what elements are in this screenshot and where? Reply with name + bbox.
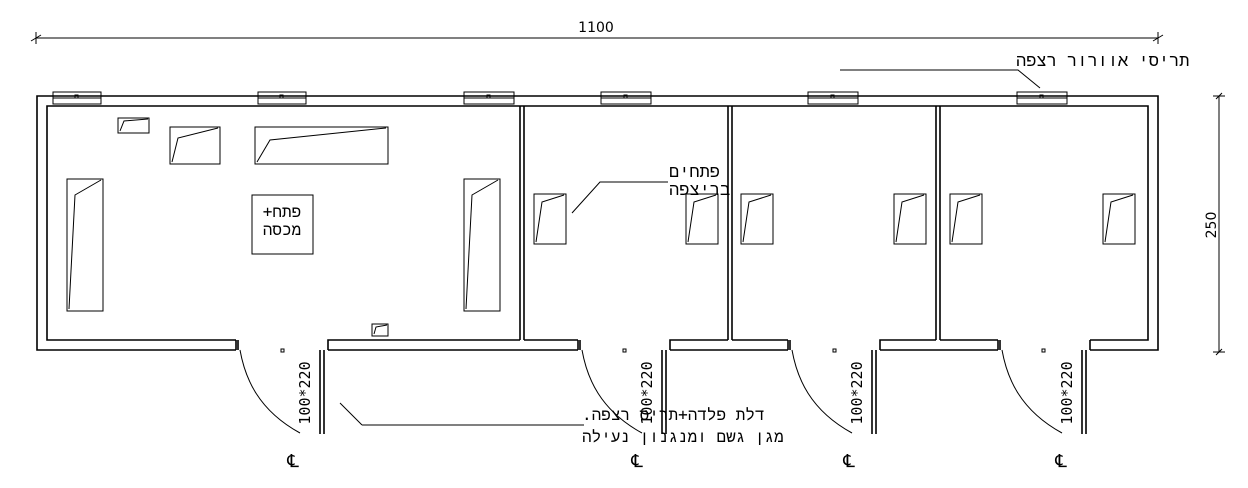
door-4-size: 100*220 [1058, 361, 1076, 424]
cover-hatch-label-2: מכסה [263, 220, 301, 239]
vent [257, 91, 307, 105]
door-2-centerline: ℄ [630, 451, 643, 472]
partitions [519, 106, 998, 341]
cover-hatch-label-1: פתח+ [263, 202, 301, 221]
door-3-size: 100*220 [848, 361, 866, 424]
floor-hatches-callout: פתחים בריצפה [571, 162, 730, 214]
door-1-centerline: ℄ [286, 451, 299, 472]
door-3: 100*220 ℄ [789, 340, 877, 472]
width-dimension-label: 1100 [578, 20, 614, 36]
floor-hatches-label-2: בריצפה [669, 180, 730, 200]
outer-wall [36, 95, 1159, 351]
vents-callout: תריסי אוורור רצפה [840, 51, 1190, 89]
door-4-centerline: ℄ [1054, 451, 1067, 472]
door-note-label-1: דלת פלדה+תריס רצפה. [582, 405, 765, 424]
door-2: 100*220 ℄ [579, 340, 667, 472]
floor-hatches-label-1: פתחים [669, 162, 720, 182]
door-4: 100*220 ℄ [999, 340, 1087, 472]
width-dimension: 1100 [30, 20, 1164, 44]
floor-openings-room-1 [66, 117, 501, 337]
floor-vents [52, 91, 1068, 105]
door-note-callout: דלת פלדה+תריס רצפה. מגן גשם ומנגנון נעיל… [339, 402, 784, 446]
vent [1016, 91, 1068, 105]
vent [52, 91, 102, 105]
door-3-centerline: ℄ [842, 451, 855, 472]
vent [463, 91, 515, 105]
height-dimension-label: 250 [1204, 212, 1220, 239]
door-1-size: 100*220 [296, 361, 314, 424]
door-1: 100*220 ℄ [237, 340, 325, 472]
door-2-size: 100*220 [638, 361, 656, 424]
vents-label: תריסי אוורור רצפה [1016, 51, 1190, 71]
cover-hatch: פתח+ מכסה [251, 194, 314, 255]
vent [807, 91, 859, 105]
height-dimension: 250 [1204, 92, 1225, 356]
floor-openings-small-rooms [533, 193, 1136, 245]
door-note-label-2: מגן גשם ומנגנון נעילה [582, 427, 784, 446]
vent [600, 91, 652, 105]
